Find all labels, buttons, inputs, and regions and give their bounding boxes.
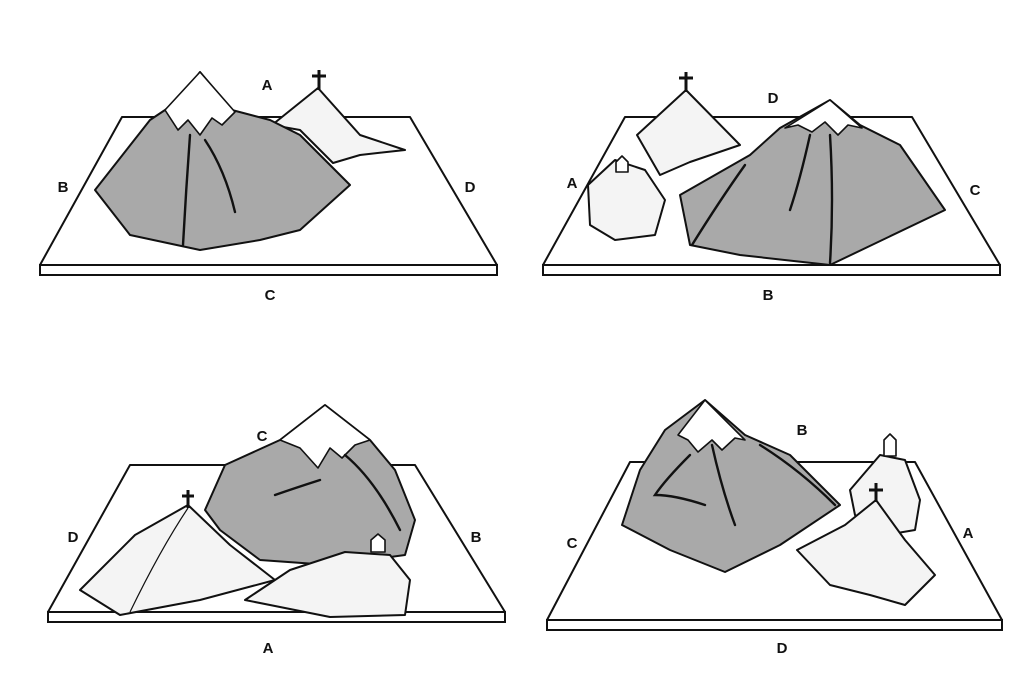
ridge-line — [181, 133, 192, 247]
ridge-line — [343, 453, 402, 532]
mountain-house — [244, 551, 411, 618]
board-edge — [546, 619, 1003, 631]
mountain-large — [621, 399, 841, 573]
cross-icon — [182, 490, 194, 508]
label-right: C — [970, 182, 981, 199]
label-top: D — [768, 90, 779, 107]
label-right: D — [465, 179, 476, 196]
cross-icon — [312, 70, 326, 90]
snow-cap — [677, 399, 746, 453]
panel-view-1: A B D C — [39, 70, 498, 304]
panel-view-4: B C A D — [546, 399, 1003, 657]
ridge-line — [203, 138, 237, 214]
cross-icon — [869, 483, 883, 502]
label-top: B — [797, 422, 808, 439]
label-top: A — [262, 77, 273, 94]
ridge-line — [828, 133, 834, 265]
mountain-cross — [796, 499, 936, 606]
cross-icon — [679, 72, 693, 92]
label-bottom: B — [763, 287, 774, 304]
ridge-line — [690, 163, 747, 247]
label-bottom: A — [263, 640, 274, 657]
board-edge — [542, 264, 1001, 276]
label-right: A — [963, 525, 974, 542]
label-left: C — [567, 535, 578, 552]
mountain-large — [679, 99, 946, 266]
label-top: C — [257, 428, 268, 445]
panel-view-3: C D B A — [47, 404, 506, 657]
label-left: A — [567, 175, 578, 192]
ridge-line — [710, 443, 737, 527]
house-icon — [615, 155, 629, 173]
house-icon — [370, 533, 386, 553]
ridge-line — [758, 443, 837, 507]
mountain-large — [204, 404, 416, 566]
label-bottom: C — [265, 287, 276, 304]
ridge-line — [129, 507, 189, 613]
ridge-line — [273, 478, 322, 497]
ridge-line — [788, 133, 812, 212]
label-right: B — [471, 529, 482, 546]
label-left: D — [68, 529, 79, 546]
house-icon — [883, 433, 897, 457]
mountain-cross — [271, 87, 406, 164]
ridge-line — [652, 453, 707, 507]
snow-cap — [279, 404, 371, 469]
board-edge — [39, 264, 498, 276]
label-bottom: D — [777, 640, 788, 657]
mountain-cross — [636, 89, 741, 176]
label-left: B — [58, 179, 69, 196]
panel-view-2: D A C B — [542, 72, 1001, 304]
snow-cap — [164, 71, 236, 136]
mountain-cross — [79, 504, 276, 616]
snow-cap — [784, 99, 863, 136]
